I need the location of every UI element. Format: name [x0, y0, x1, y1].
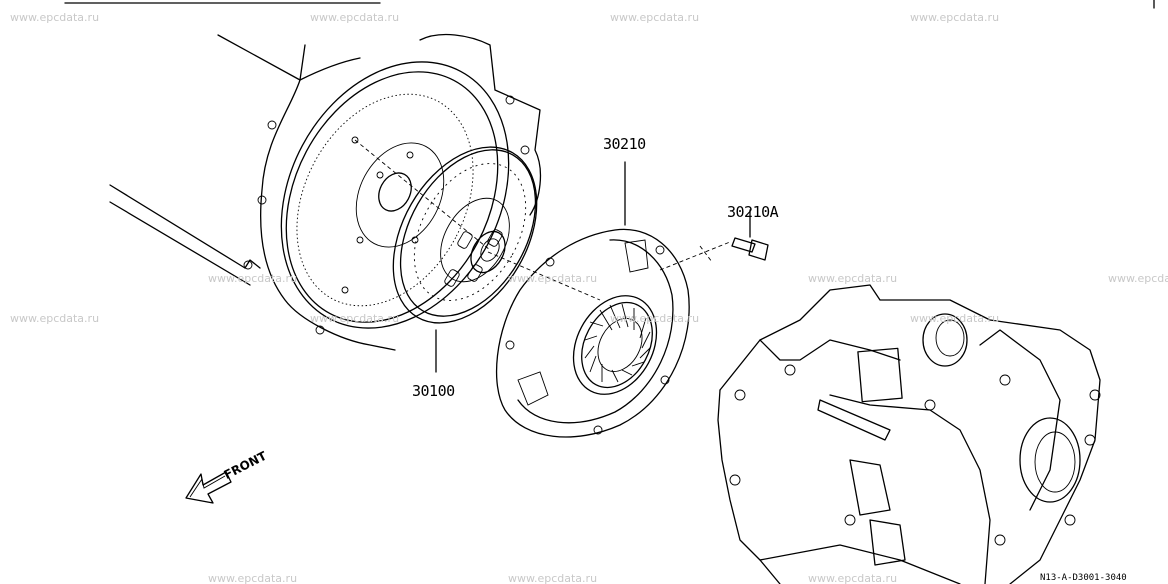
part-label-clutch-cover[interactable]: 30210 — [603, 135, 646, 153]
part-label-clutch-disc[interactable]: 30100 — [412, 382, 455, 400]
watermark: www.epcdata.ru — [808, 272, 898, 285]
watermark: www.epcdata.ru — [610, 11, 700, 24]
clutch-disc — [392, 146, 538, 373]
watermark: www.epcdata.ru — [508, 272, 598, 285]
watermark: www.epcdata.ru — [208, 572, 298, 584]
front-arrow-icon — [185, 471, 232, 504]
diagram-code: N13-A-D3001-3040 — [1040, 573, 1127, 583]
watermark: www.epcdata.ru — [310, 11, 400, 24]
transmission-case — [717, 284, 1101, 584]
watermark: www.epcdata.ru — [10, 11, 100, 24]
watermark: www.epcdata.ru — [508, 572, 598, 584]
watermark: www.epcdata.ru — [910, 11, 1000, 24]
watermark: www.epcdata.ru — [10, 312, 100, 325]
watermark: www.epcdata.ru — [310, 312, 400, 325]
clutch-cover — [496, 161, 690, 438]
cover-bolt — [731, 209, 769, 261]
watermark: www.epcdata.ru — [910, 312, 1000, 325]
watermark: www.epcdata.ru — [208, 272, 298, 285]
flywheel — [280, 61, 510, 329]
watermark: www.epcdata.ru — [1108, 272, 1168, 285]
watermark: www.epcdata.ru — [610, 312, 700, 325]
watermark: www.epcdata.ru — [808, 572, 898, 584]
part-label-cover-bolt[interactable]: 30210A — [727, 203, 779, 221]
engine-rear-plate — [109, 33, 542, 351]
